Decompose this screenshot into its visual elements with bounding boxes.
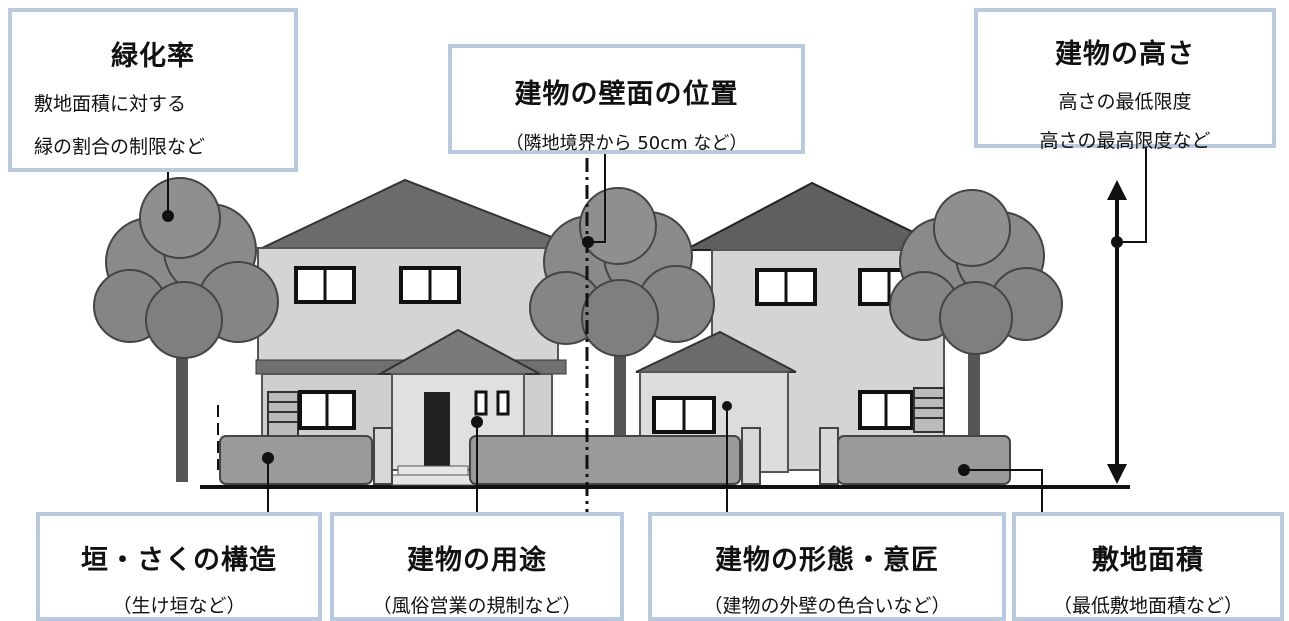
gate-post-3 bbox=[819, 427, 839, 485]
label-line: 高さの最高限度など bbox=[1039, 130, 1211, 152]
label-building-form: 建物の形態・意匠 （建物の外壁の色合いなど） bbox=[648, 512, 1006, 621]
label-line: （風俗営業の規制など） bbox=[372, 595, 582, 617]
label-line: 緑の割合の制限など bbox=[34, 136, 206, 158]
tree-left bbox=[93, 177, 279, 482]
label-line: （最低敷地面積など） bbox=[1052, 595, 1243, 617]
right-house-vent bbox=[913, 387, 945, 433]
label-building-use: 建物の用途 （風俗営業の規制など） bbox=[330, 512, 624, 621]
label-fence-structure: 垣・さくの構造 （生け垣など） bbox=[36, 512, 322, 621]
label-line: （建物の外壁の色合いなど） bbox=[703, 595, 951, 617]
entrance-small-window-2 bbox=[496, 390, 510, 416]
label-greenery-ratio: 緑化率 敷地面積に対する 緑の割合の制限など bbox=[8, 8, 298, 172]
leader-lines bbox=[167, 147, 1147, 512]
label-line: 敷地面積に対する bbox=[34, 93, 187, 115]
tree-right bbox=[889, 189, 1063, 476]
entrance-steps bbox=[391, 465, 475, 486]
tree-middle bbox=[529, 187, 715, 472]
gate-post-1 bbox=[373, 427, 393, 485]
hedge-3 bbox=[837, 435, 1011, 485]
entrance-small-window-1 bbox=[474, 390, 488, 416]
leader-height bbox=[1117, 147, 1147, 243]
label-title: 敷地面積 bbox=[1092, 545, 1204, 576]
label-site-area: 敷地面積 （最低敷地面積など） bbox=[1012, 512, 1284, 621]
label-line: （隣地境界から 50cm など） bbox=[505, 133, 748, 154]
height-arrow bbox=[1107, 180, 1127, 484]
leader-wall-position bbox=[590, 152, 606, 243]
label-title: 垣・さくの構造 bbox=[81, 545, 277, 576]
hedges bbox=[219, 427, 1011, 485]
label-title: 建物の壁面の位置 bbox=[514, 79, 739, 110]
label-title: 建物の用途 bbox=[407, 545, 547, 576]
label-wall-position: 建物の壁面の位置 （隣地境界から 50cm など） bbox=[448, 44, 805, 154]
label-title: 緑化率 bbox=[111, 41, 195, 72]
left-house-roof bbox=[261, 178, 581, 249]
entrance-door bbox=[424, 392, 450, 468]
leader-site-area bbox=[966, 469, 1043, 512]
hedge-2 bbox=[469, 435, 741, 485]
label-building-height: 建物の高さ 高さの最低限度 高さの最高限度など bbox=[974, 8, 1276, 152]
hedge-1 bbox=[219, 435, 373, 485]
label-title: 建物の形態・意匠 bbox=[715, 545, 939, 576]
leader-dots bbox=[162, 210, 1123, 476]
gate-post-2 bbox=[741, 427, 761, 485]
label-line: 高さの最低限度 bbox=[1058, 91, 1192, 113]
label-title: 建物の高さ bbox=[1055, 39, 1195, 70]
left-house-upper-wall bbox=[257, 247, 559, 364]
left-house-vent bbox=[267, 391, 299, 437]
label-line: （生け垣など） bbox=[112, 595, 246, 617]
